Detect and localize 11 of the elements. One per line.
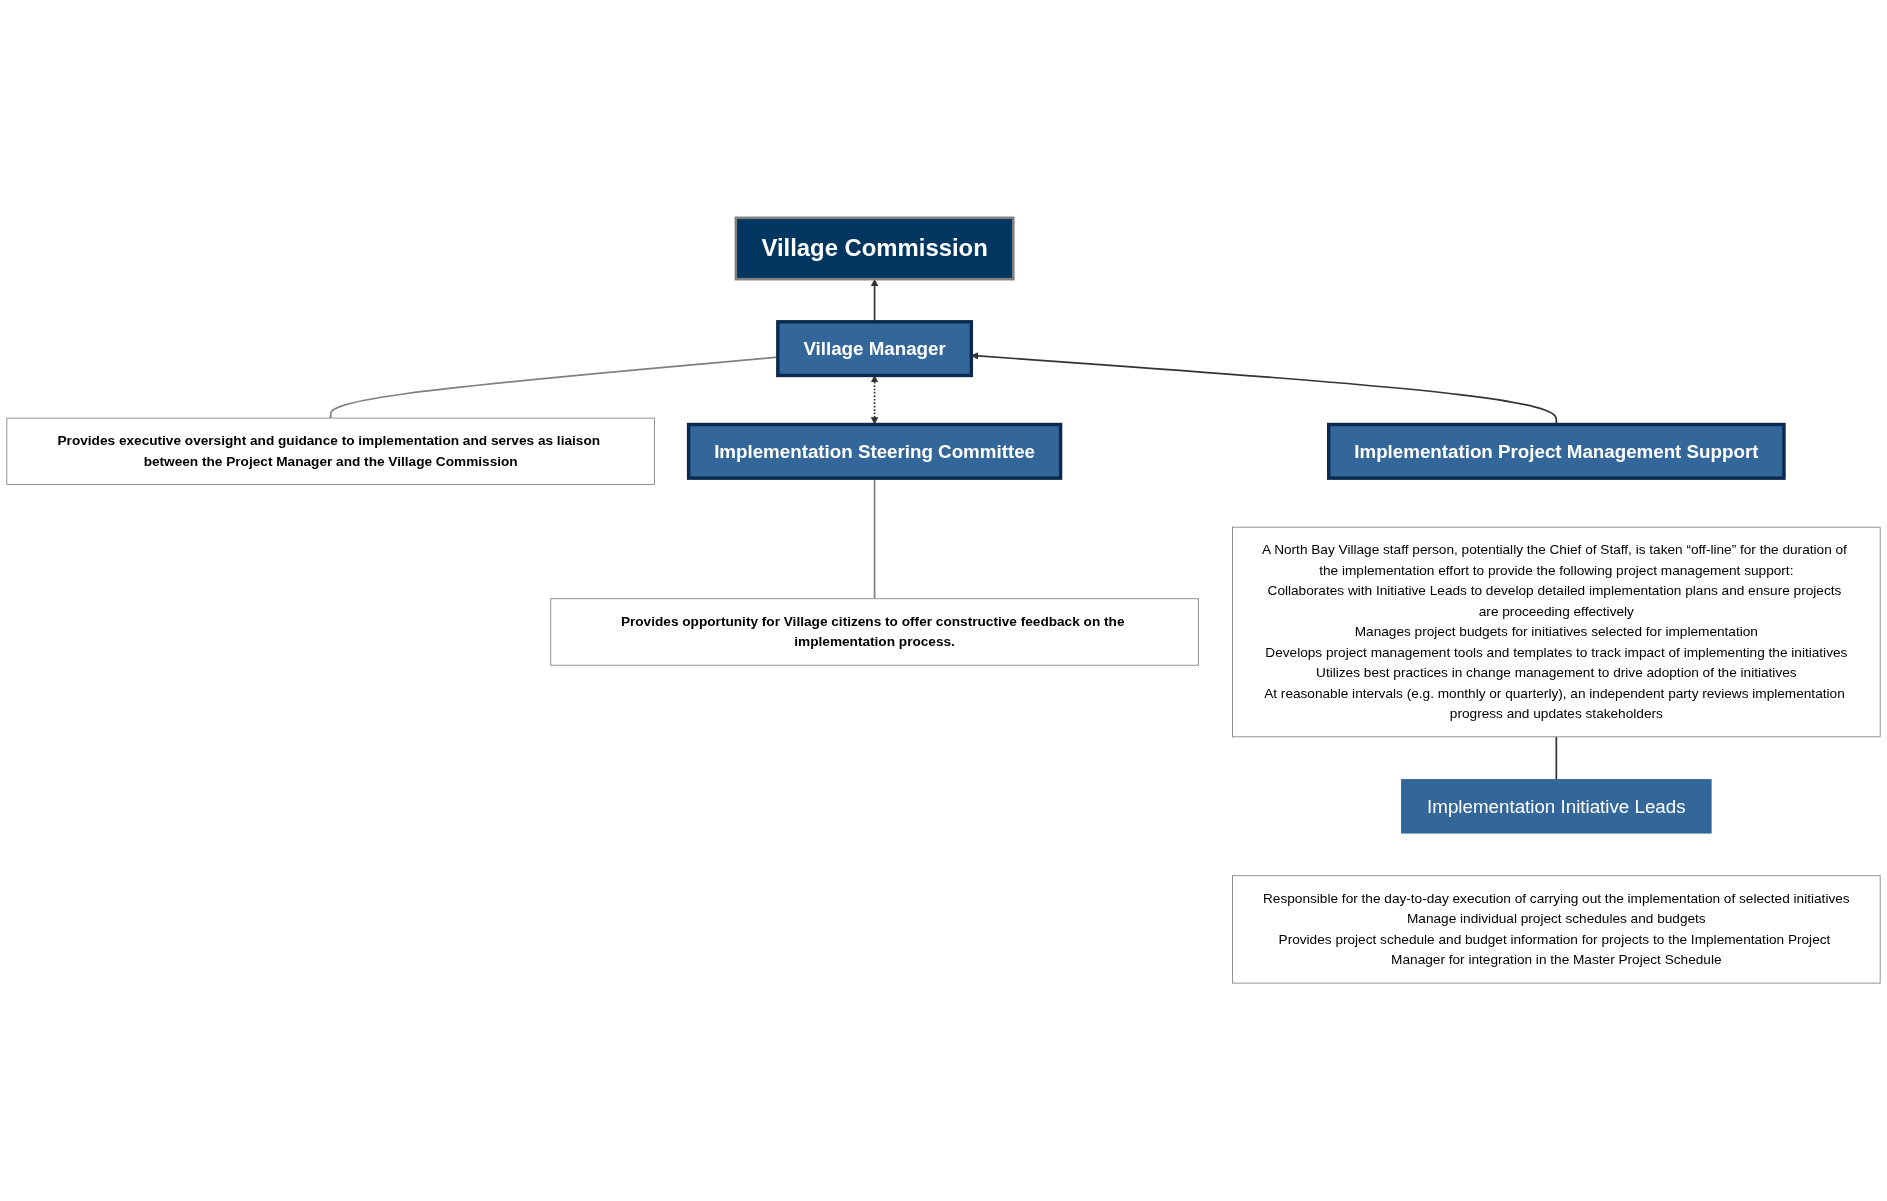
node-box: Village Commission (734, 216, 1015, 281)
node-box: Implementation Initiative Leads (1401, 779, 1712, 834)
node-box: Provides opportunity for Village citizens to offer constructive feedback on the implementation process. (550, 598, 1199, 666)
arrow (870, 375, 879, 425)
node-box: Implementation Project Management Support (1326, 422, 1786, 480)
node-box: Responsible for the day-to-day execution of carrying out the implementation of selected initiatives Manage individual project schedules and budgets Provides project schedule and budget information for projects to the Implementation Project Manager for integration in the Master Project Schedule (1232, 875, 1881, 984)
connector (1555, 736, 1558, 781)
node-box: A North Bay Village staff person, potentially the Chief of Staff, is taken “off-line” for the duration of the implementation effort to provide the following project management support: Collaborates with Initiative Leads to develop detailed implementation plans and ensure projects are proceeding effectively Manages project budgets for initiatives selected for implementation Develops project management tools and templates to track impact of implementing the initiatives Utilizes best practices in change management to drive adoption of the initiatives At reasonable intervals (e.g. monthly or quarterly), an independent party reviews implementation progress and updates stakeholders (1232, 526, 1881, 738)
node-box: Implementation Steering Committee (686, 422, 1063, 480)
node-box: Village Manager (776, 320, 974, 378)
node-box: Provides executive oversight and guidance to implementation and serves as liaison between the Project Manager and the Village Commission (6, 417, 655, 486)
